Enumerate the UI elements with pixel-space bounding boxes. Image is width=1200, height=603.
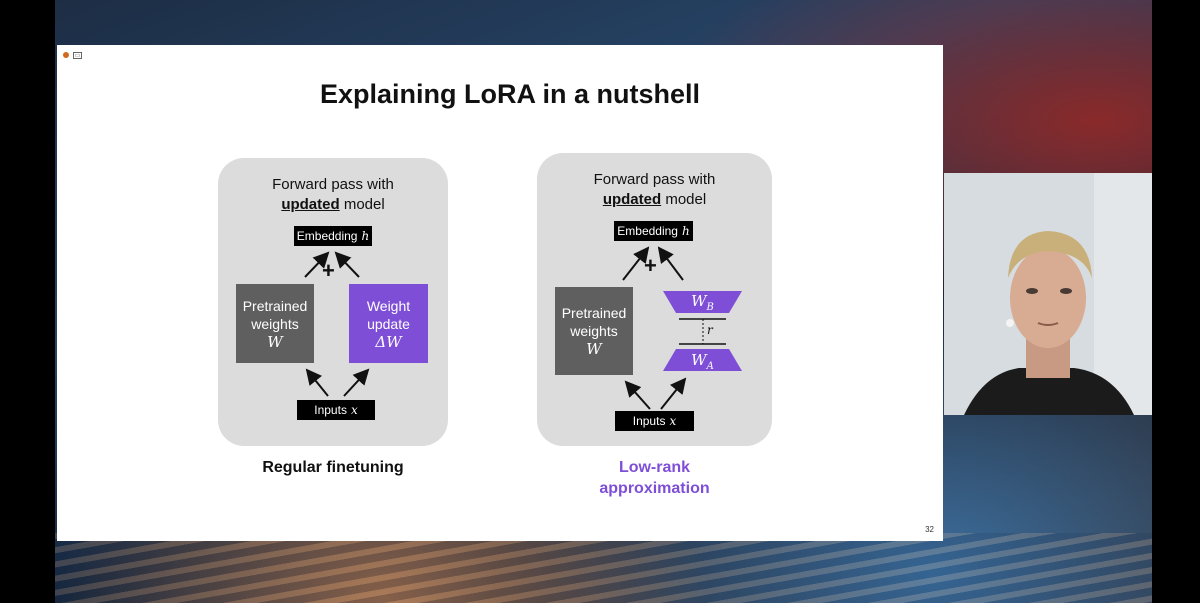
update-line1: Weight	[366, 297, 411, 314]
pretrained-symbol: W	[267, 332, 283, 351]
inputs-symbol: x	[350, 403, 358, 417]
right-diagram-shapes	[622, 246, 742, 410]
rank-label: r	[707, 323, 713, 337]
left-arrows	[304, 251, 370, 397]
slide-toolbar: ▭	[63, 50, 82, 60]
pretrained-line2: weights	[251, 315, 299, 332]
heading-bold: updated	[602, 191, 662, 208]
heading-line2: updated model	[537, 190, 772, 210]
caption-low-rank: Low-rank approximation	[537, 457, 772, 499]
caption-line2: approximation	[599, 480, 710, 497]
caption-line1: Low-rank	[618, 459, 691, 476]
wb-label: WB	[663, 292, 742, 313]
pretrained-line1: Pretrained	[561, 305, 627, 321]
wb-subscript: B	[706, 302, 714, 313]
webcam-feed	[944, 173, 1152, 415]
weight-update-block: Weight update ΔW	[349, 284, 428, 363]
panel-heading: Forward pass with updated model	[537, 170, 772, 210]
wb-symbol: W	[691, 292, 707, 310]
update-symbol: ΔW	[375, 332, 402, 351]
inputs-symbol: x	[669, 414, 677, 428]
presenter-avatar	[944, 173, 1152, 415]
panel-regular-finetuning: Forward pass with updated model Embeddin…	[218, 158, 448, 446]
wb-trapezoid	[663, 291, 742, 313]
slide-title: Explaining LoRA in a nutshell	[319, 79, 701, 109]
wa-label: WA	[663, 351, 742, 372]
heading-rest: model	[339, 196, 385, 213]
heading-line1: Forward pass with	[593, 171, 716, 188]
caption-regular-finetuning: Regular finetuning	[262, 459, 404, 476]
wa-symbol: W	[691, 351, 707, 369]
heading-bold: updated	[281, 196, 340, 213]
embedding-label: Embedding	[296, 229, 358, 243]
panel-low-rank: Forward pass with updated model Embeddin…	[537, 153, 772, 446]
update-line2: update	[367, 315, 410, 332]
pretrained-symbol: W	[586, 340, 602, 358]
wa-subscript: A	[706, 361, 714, 372]
inputs-label: Inputs	[314, 403, 347, 417]
screen-share-icon[interactable]: ▭	[73, 51, 82, 59]
embedding-symbol: h	[361, 229, 370, 243]
pretrained-weights-block: Pretrained weights W	[236, 284, 314, 363]
page-number: 32	[925, 525, 934, 534]
embedding-label: Embedding	[617, 224, 678, 238]
inputs-label: Inputs	[632, 414, 666, 428]
heading-line1: Forward pass with	[272, 176, 394, 193]
wa-trapezoid	[663, 349, 742, 371]
pretrained-line2: weights	[570, 323, 618, 339]
pretrained-weights-block: Pretrained weights W	[555, 287, 633, 375]
heading-line2: updated model	[218, 195, 448, 215]
embedding-symbol: h	[681, 224, 690, 238]
panel-heading: Forward pass with updated model	[218, 175, 448, 215]
slide: ▭ Explaining LoRA in a nutshell Forward …	[57, 45, 943, 541]
record-icon[interactable]	[63, 52, 69, 58]
pretrained-line1: Pretrained	[242, 297, 308, 314]
heading-rest: model	[661, 191, 707, 208]
